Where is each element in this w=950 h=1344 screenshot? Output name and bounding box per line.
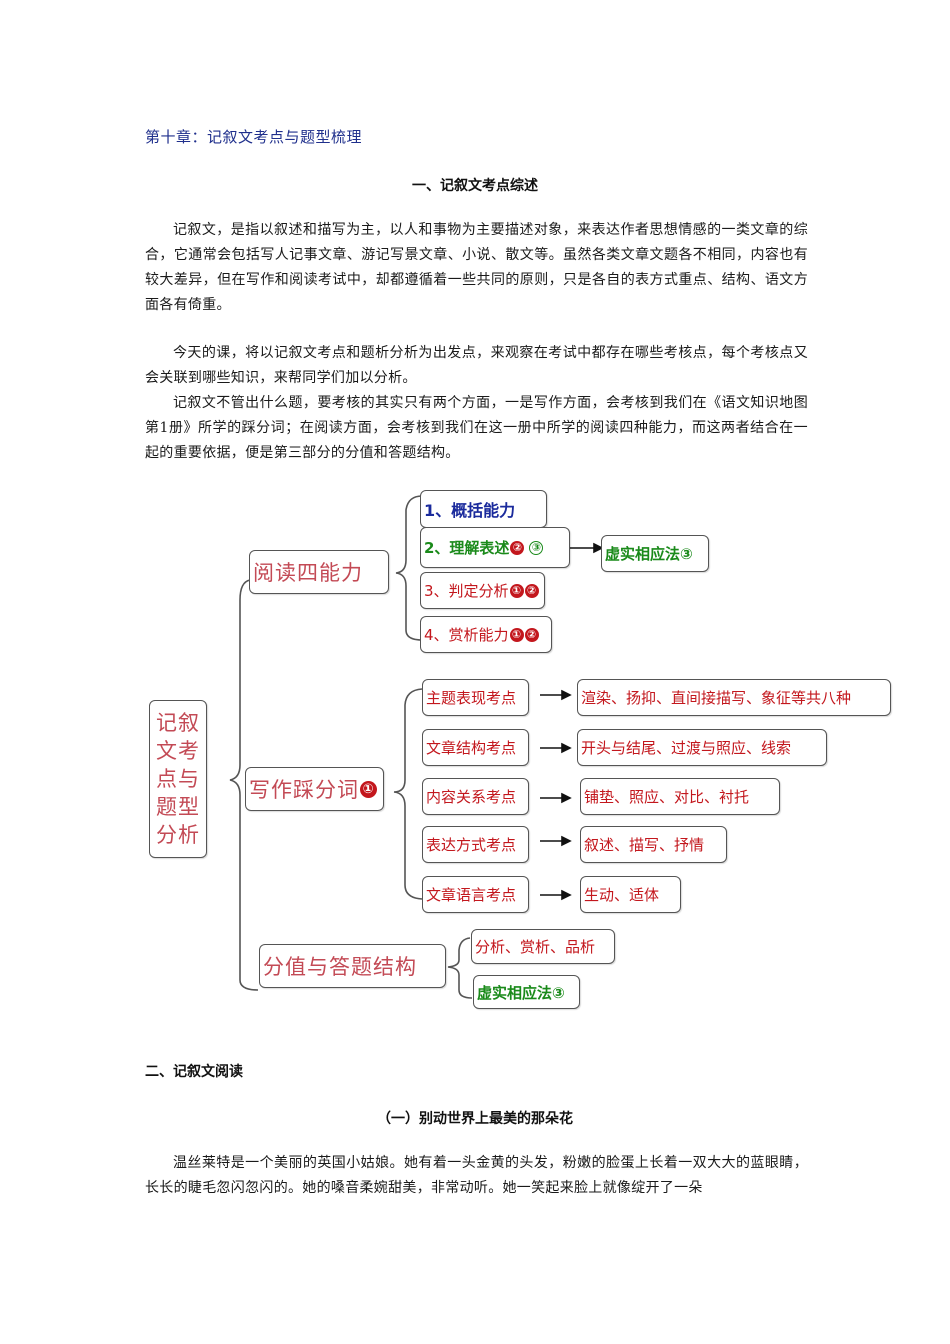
- section-heading-1: 一、记叙文考点综述: [412, 178, 538, 194]
- root-node: 记叙 文考 点与 题型 分析: [149, 700, 207, 858]
- scoring-item-2: 虚实相应法③: [473, 975, 580, 1009]
- paragraph-lesson: 今天的课，将以记叙文考点和题析分析为出发点，来观察在考试中都存在哪些考核点，每个…: [145, 345, 808, 386]
- writing-detail-2: 开头与结尾、过渡与照应、线索: [577, 729, 827, 766]
- section-heading-2: 二、记叙文阅读: [145, 1064, 243, 1080]
- mark-badge: ①: [509, 627, 524, 642]
- reading-item-4-label: 4、赏析能力: [424, 626, 509, 644]
- mark-badge: ②: [524, 627, 539, 642]
- root-line: 点与: [156, 767, 200, 791]
- scoring-structure-node: 分值与答题结构: [259, 944, 446, 988]
- paragraph-intro: 记叙文，是指以叙述和描写为主，以人和事物为主要描述对象，来表达作者思想情感的一类…: [145, 222, 808, 313]
- story-title: （一）别动世界上最美的那朵花: [377, 1111, 573, 1127]
- reading-abilities-node: 阅读四能力: [249, 550, 389, 594]
- scoring-item-1: 分析、赏析、品析: [471, 929, 615, 964]
- reading-item-2-result: 虚实相应法③: [601, 535, 709, 572]
- root-line: 题型: [156, 795, 200, 819]
- writing-detail-5: 生动、适体: [580, 876, 681, 913]
- mark-badge: ③: [529, 540, 544, 555]
- writing-point-5: 文章语言考点: [422, 876, 529, 913]
- reading-item-2: 2、理解表述 ② ③: [420, 527, 570, 568]
- writing-keywords-node: 写作踩分词 ①: [245, 767, 384, 811]
- writing-detail-3: 铺垫、照应、对比、衬托: [580, 778, 780, 815]
- root-line: 文考: [156, 739, 200, 763]
- mark-badge: ②: [524, 583, 539, 598]
- writing-point-4: 表达方式考点: [422, 826, 529, 863]
- root-line: 分析: [156, 823, 200, 847]
- reading-item-1: 1、概括能力: [420, 490, 547, 528]
- paragraph-story: 温丝莱特是一个美丽的英国小姑娘。她有着一头金黄的头发，粉嫩的脸蛋上长着一双大大的…: [145, 1155, 808, 1196]
- reading-item-3: 3、判定分析 ① ②: [420, 572, 545, 609]
- reading-item-3-label: 3、判定分析: [424, 582, 509, 600]
- writing-point-3: 内容关系考点: [422, 778, 529, 815]
- paragraph-aspects: 记叙文不管出什么题，要考核的其实只有两个方面，一是写作方面，会考核到我们在《语文…: [145, 395, 808, 461]
- writing-point-1: 主题表现考点: [422, 679, 529, 716]
- writing-detail-1: 渲染、扬抑、直间接描写、象征等共八种: [577, 679, 891, 716]
- chapter-title: 第十章：记叙文考点与题型梳理: [145, 128, 363, 146]
- mark-badge: ①: [509, 583, 524, 598]
- mark-badge: ②: [510, 540, 525, 555]
- reading-item-4: 4、赏析能力 ① ②: [420, 616, 552, 653]
- reading-item-2-label: 2、理解表述: [424, 539, 510, 557]
- writing-detail-4: 叙述、描写、抒情: [580, 826, 727, 863]
- writing-point-2: 文章结构考点: [422, 729, 529, 766]
- mark-badge: ①: [360, 780, 377, 798]
- root-line: 记叙: [156, 711, 200, 735]
- writing-label: 写作踩分词: [249, 778, 359, 802]
